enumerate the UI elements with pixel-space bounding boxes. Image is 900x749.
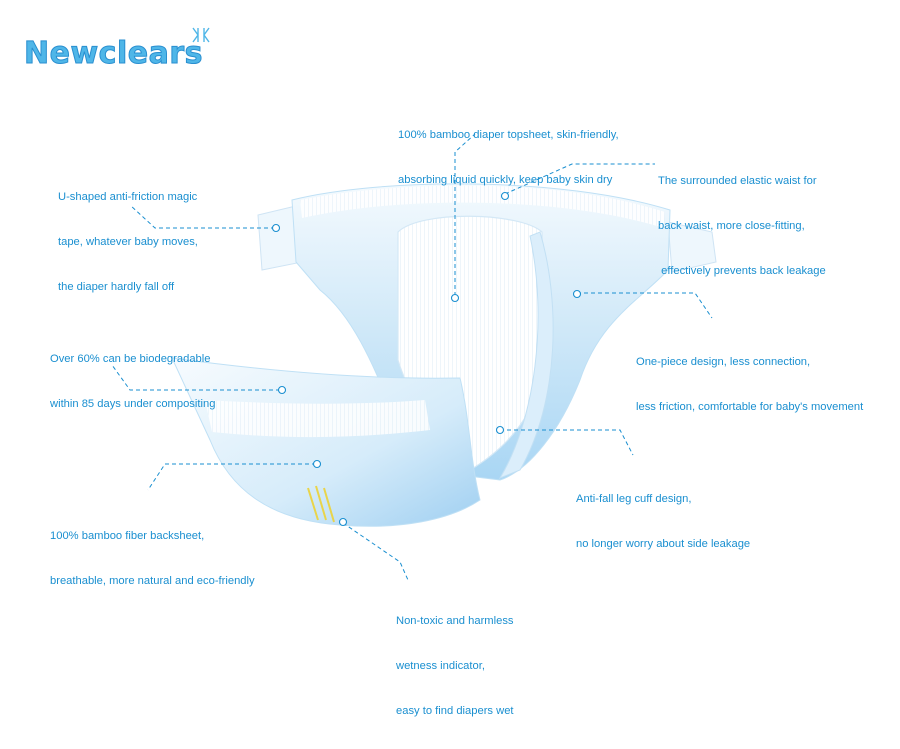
- leader-indicator: [342, 522, 409, 581]
- leader-lines: [111, 133, 713, 581]
- marker-onepiece: [572, 289, 582, 299]
- leader-tape: [129, 204, 275, 229]
- elastic-waist: [300, 185, 665, 228]
- callout-topsheet-line-1: 100% bamboo diaper topsheet, skin-friend…: [398, 129, 619, 141]
- wetness-indicator: [307, 485, 335, 523]
- diaper-illustration: [111, 133, 717, 581]
- leader-waist: [504, 163, 655, 195]
- leader-biodegradable: [111, 364, 280, 391]
- callout-biodegradable-line-2: within 85 days under compositing: [50, 398, 216, 410]
- front-band: [205, 400, 430, 438]
- callout-indicator-line-2: wetness indicator,: [396, 660, 485, 672]
- callout-indicator: Non-toxic and harmless wetness indicator…: [396, 584, 514, 749]
- leg-cuff: [498, 231, 554, 480]
- callout-tape-line-1: U-shaped anti-friction magic: [58, 191, 198, 203]
- marker-backsheet: [312, 459, 322, 469]
- target-markers: [271, 191, 582, 527]
- callout-tape: U-shaped anti-friction magic tape, whate…: [58, 160, 198, 325]
- callout-topsheet: 100% bamboo diaper topsheet, skin-friend…: [398, 98, 619, 218]
- marker-cuff: [495, 425, 505, 435]
- leader-cuff: [500, 429, 634, 456]
- callout-backsheet-line-2: breathable, more natural and eco-friendl…: [50, 575, 255, 587]
- callout-cuff-line-2: no longer worry about side leakage: [576, 538, 751, 550]
- callout-biodegradable: Over 60% can be biodegradable within 85 …: [50, 322, 215, 442]
- marker-tape: [271, 223, 281, 233]
- callout-cuff-line-1: Anti-fall leg cuff design,: [576, 493, 692, 505]
- callout-waist-line-1: The surrounded elastic waist for: [658, 175, 817, 187]
- diaper-front: [171, 357, 481, 527]
- leader-backsheet: [147, 463, 316, 491]
- right-tape: [667, 221, 717, 273]
- brand-logo: Newclears: [24, 36, 203, 72]
- leader-topsheet: [454, 133, 476, 296]
- marker-indicator: [338, 517, 348, 527]
- callout-waist-line-3: effectively prevents back leakage: [658, 265, 826, 277]
- marker-topsheet: [450, 293, 460, 303]
- callout-backsheet-line-1: 100% bamboo fiber backsheet,: [50, 530, 205, 542]
- callout-waist-line-2: back waist, more close-fitting,: [658, 220, 805, 232]
- callout-topsheet-line-2: absorbing liquid quickly, keep baby skin…: [398, 174, 613, 186]
- callout-biodegradable-line-1: Over 60% can be biodegradable: [50, 353, 211, 365]
- callout-backsheet: 100% bamboo fiber backsheet, breathable,…: [50, 499, 255, 619]
- callout-onepiece-line-2: less friction, comfortable for baby's mo…: [636, 401, 864, 413]
- callout-tape-line-3: the diaper hardly fall off: [58, 281, 175, 293]
- brand-mark-icon: [192, 27, 210, 43]
- callout-onepiece-line-1: One-piece design, less connection,: [636, 356, 811, 368]
- marker-biodegradable: [277, 385, 287, 395]
- marker-waist: [500, 191, 510, 201]
- callout-indicator-line-3: easy to find diapers wet: [396, 705, 514, 717]
- callout-indicator-line-1: Non-toxic and harmless: [396, 615, 514, 627]
- diagram-stage: Newclears: [24, 27, 863, 717]
- callout-waist: The surrounded elastic waist for back wa…: [658, 144, 826, 309]
- callout-tape-line-2: tape, whatever baby moves,: [58, 236, 198, 248]
- callout-onepiece: One-piece design, less connection, less …: [636, 325, 863, 445]
- callout-cuff: Anti-fall leg cuff design, no longer wor…: [576, 462, 750, 582]
